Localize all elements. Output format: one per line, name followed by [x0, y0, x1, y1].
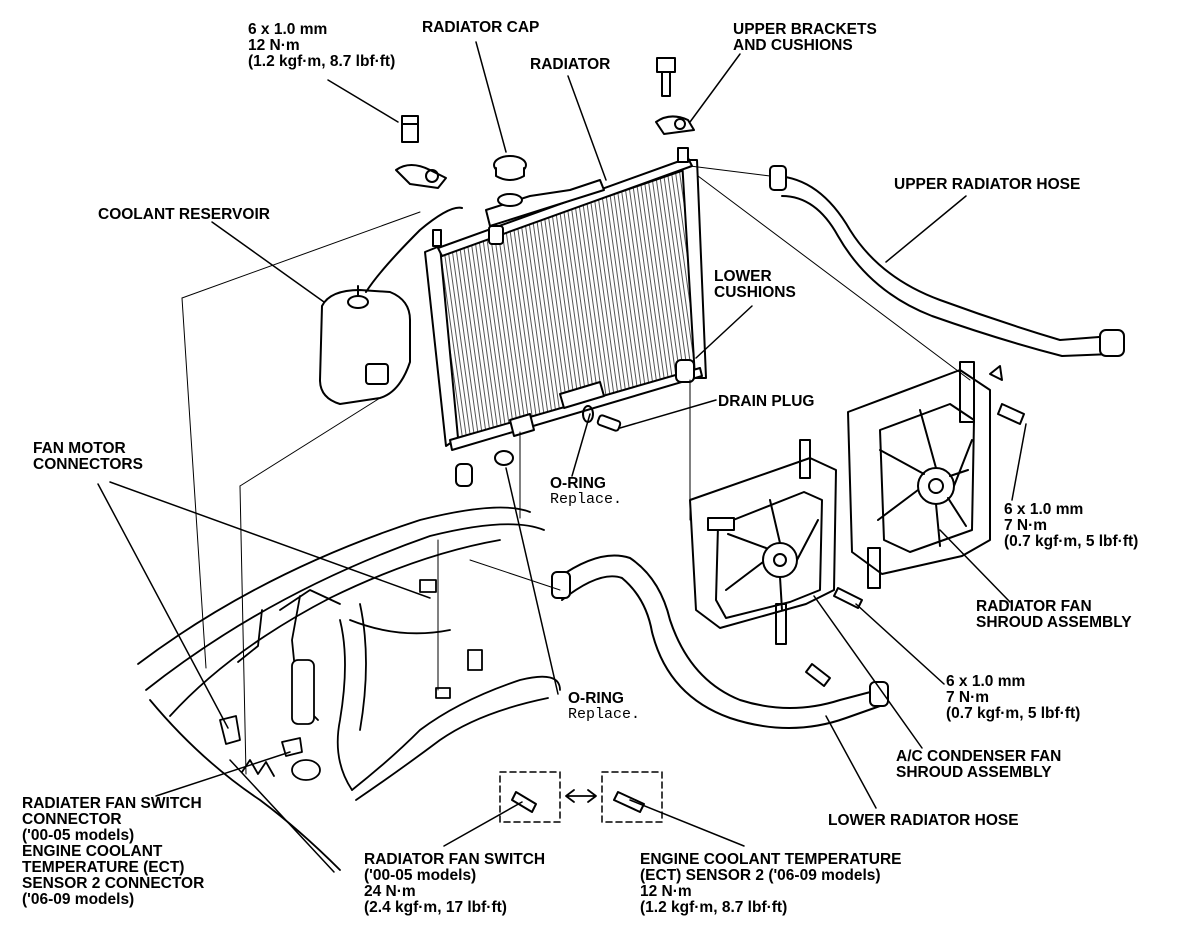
lower-radiator-hose [551, 554, 889, 729]
ac-condenser-shroud-label: A/C CONDENSER FAN SHROUD ASSEMBLY [896, 749, 1061, 781]
radiator-support-frame [137, 506, 561, 871]
bolt-spec-top-torque: 12 N·m [248, 37, 300, 54]
fan-motor-connectors-line-1: FAN MOTOR [33, 440, 126, 457]
ac-condenser-shroud-line-1: A/C CONDENSER FAN [896, 748, 1062, 765]
upper-radiator-hose [769, 165, 1125, 357]
bolt-spec-mid-size: 6 x 1.0 mm [946, 673, 1026, 690]
bolt-spec-right-torque: 7 N·m [1004, 517, 1048, 534]
bolt-spec-mid-label: 6 x 1.0 mm 7 N·m (0.7 kgf·m, 5 lbf·ft) [946, 674, 1080, 722]
fan-switch-connector-line-2: CONNECTOR [22, 811, 122, 828]
fan-motor-connectors-line-2: CONNECTORS [33, 456, 143, 473]
bolt-spec-right-label: 6 x 1.0 mm 7 N·m (0.7 kgf·m, 5 lbf·ft) [1004, 502, 1138, 550]
radiator-fan-shroud-line-2: SHROUD ASSEMBLY [976, 614, 1132, 631]
oring-lower-label: O-RING Replace. [568, 691, 640, 723]
drain-plug-label: DRAIN PLUG [718, 393, 815, 410]
ect-sensor-line-1: ENGINE COOLANT TEMPERATURE [640, 851, 902, 868]
upper-hose-label: UPPER RADIATOR HOSE [894, 176, 1081, 193]
radiator-fan-shroud [847, 361, 991, 589]
fan-switch-connector-line-7: ('06-09 models) [22, 891, 135, 908]
fan-switch-line-4: (2.4 kgf·m, 17 lbf·ft) [364, 899, 507, 916]
lower-cushions [455, 359, 695, 487]
radiator-core [424, 147, 707, 451]
detail-box-parts [511, 789, 645, 813]
ect-sensor-line-4: (1.2 kgf·m, 8.7 lbf·ft) [640, 899, 788, 916]
fan-switch-label: RADIATOR FAN SWITCH ('00-05 models) 24 N… [364, 852, 545, 916]
bolt-spec-mid-torque-alt: (0.7 kgf·m, 5 lbf·ft) [946, 705, 1081, 722]
lower-cushions-line-2: CUSHIONS [714, 284, 796, 301]
coolant-reservoir [319, 206, 463, 405]
radiator-fan-shroud-line-1: RADIATOR FAN [976, 598, 1092, 615]
oring-lower-note: Replace. [568, 706, 641, 723]
ect-sensor-line-2: (ECT) SENSOR 2 ('06-09 models) [640, 867, 881, 884]
radiator-label: RADIATOR [530, 56, 611, 73]
detail-boxes [499, 771, 663, 823]
ac-condenser-shroud-line-2: SHROUD ASSEMBLY [896, 764, 1052, 781]
fan-switch-line-2: ('00-05 models) [364, 867, 477, 884]
fan-switch-connector-line-1: RADIATER FAN SWITCH [22, 795, 202, 812]
oring-upper-title: O-RING [550, 475, 606, 492]
bolt-spec-right-size: 6 x 1.0 mm [1004, 501, 1084, 518]
ect-sensor-line-3: 12 N·m [640, 883, 692, 900]
radiator-cap [493, 155, 527, 207]
bolt-spec-right-torque-alt: (0.7 kgf·m, 5 lbf·ft) [1004, 533, 1139, 550]
lower-hose-label: LOWER RADIATOR HOSE [828, 812, 1019, 829]
lower-cushions-label: LOWER CUSHIONS [714, 269, 796, 301]
ect-sensor-label: ENGINE COOLANT TEMPERATURE (ECT) SENSOR … [640, 852, 902, 916]
fan-switch-connector-line-5: TEMPERATURE (ECT) [22, 859, 185, 876]
leader-lines [97, 41, 1027, 873]
lower-cushions-line-1: LOWER [714, 268, 772, 285]
upper-brackets-label: UPPER BRACKETS AND CUSHIONS [733, 22, 877, 54]
radiator-fan-shroud-label: RADIATOR FAN SHROUD ASSEMBLY [976, 599, 1132, 631]
bolt-spec-top-label: 6 x 1.0 mm 12 N·m (1.2 kgf·m, 8.7 lbf·ft… [248, 22, 395, 70]
ac-condenser-fan-shroud [689, 439, 837, 645]
fan-switch-connector-line-4: ENGINE COOLANT [22, 843, 163, 860]
fan-switch-line-3: 24 N·m [364, 883, 416, 900]
bolt-spec-top-torque-alt: (1.2 kgf·m, 8.7 lbf·ft) [248, 53, 396, 70]
upper-right-bracket [655, 57, 695, 135]
upper-brackets-line-2: AND CUSHIONS [733, 37, 853, 54]
oring-upper-note: Replace. [550, 491, 623, 508]
shroud-bolts [805, 365, 1025, 687]
fan-switch-connector-label: RADIATER FAN SWITCH CONNECTOR ('00-05 mo… [22, 796, 204, 908]
fan-switch-connector-line-3: ('00-05 models) [22, 827, 135, 844]
coolant-reservoir-label: COOLANT RESERVOIR [98, 206, 270, 223]
fan-switch-connector-line-6: SENSOR 2 CONNECTOR [22, 875, 205, 892]
oring-lower-title: O-RING [568, 690, 624, 707]
bolt-spec-top-size: 6 x 1.0 mm [248, 21, 328, 38]
reference-lines [181, 165, 971, 775]
oring-upper-label: O-RING Replace. [550, 476, 622, 508]
upper-brackets-line-1: UPPER BRACKETS [733, 21, 877, 38]
radiator-cap-label: RADIATOR CAP [422, 19, 540, 36]
fan-motor-connectors-label: FAN MOTOR CONNECTORS [33, 441, 143, 473]
drain-plug [494, 405, 622, 466]
upper-left-bracket [395, 115, 447, 189]
fan-switch-line-1: RADIATOR FAN SWITCH [364, 851, 546, 868]
bolt-spec-mid-torque: 7 N·m [946, 689, 990, 706]
